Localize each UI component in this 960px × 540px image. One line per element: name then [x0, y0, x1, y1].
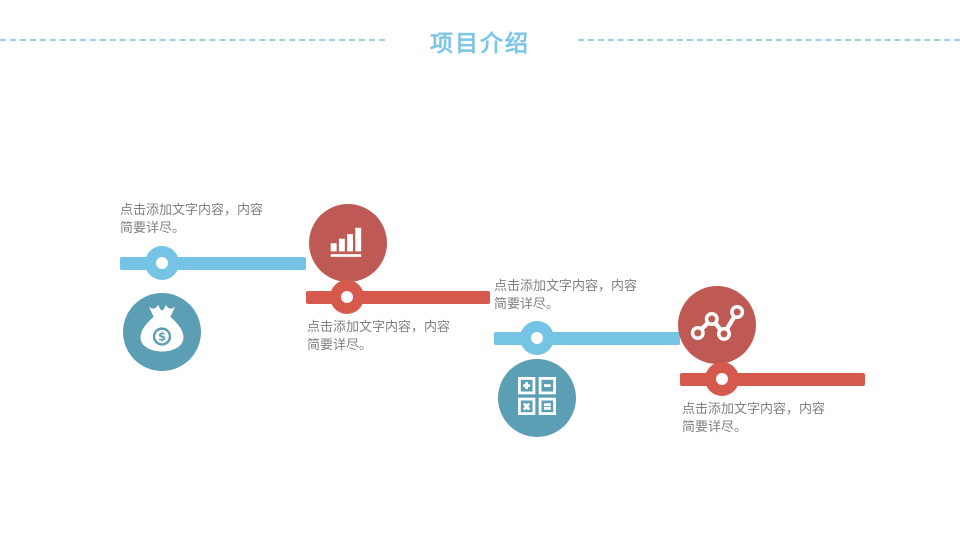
step2-caption: 点击添加文字内容，内容简要详尽。 — [307, 319, 451, 352]
step1-icon-circle — [309, 204, 387, 282]
step2-icon-circle: $ — [123, 293, 201, 371]
bar-chart-icon — [328, 222, 368, 264]
step4-node-ring — [705, 362, 739, 396]
step3-node-ring — [520, 321, 554, 355]
money-bag-icon: $ — [134, 302, 190, 363]
step3-caption: 点击添加文字内容，内容简要详尽。 — [494, 278, 638, 311]
step3-icon-circle — [678, 286, 756, 364]
step2-node-ring — [330, 280, 364, 314]
step4-icon-circle — [498, 359, 576, 437]
step1-node-ring — [145, 246, 179, 280]
header-dashed-line-right — [578, 39, 960, 41]
slide-title: 项目介绍 — [430, 30, 530, 56]
step4-caption: 点击添加文字内容，内容简要详尽。 — [682, 401, 826, 434]
svg-text:$: $ — [158, 330, 166, 343]
step1-caption: 点击添加文字内容，内容简要详尽。 — [120, 202, 264, 235]
line-chart-icon — [689, 298, 745, 352]
header-dashed-line-left — [0, 39, 385, 41]
calculator-icon — [515, 374, 559, 423]
